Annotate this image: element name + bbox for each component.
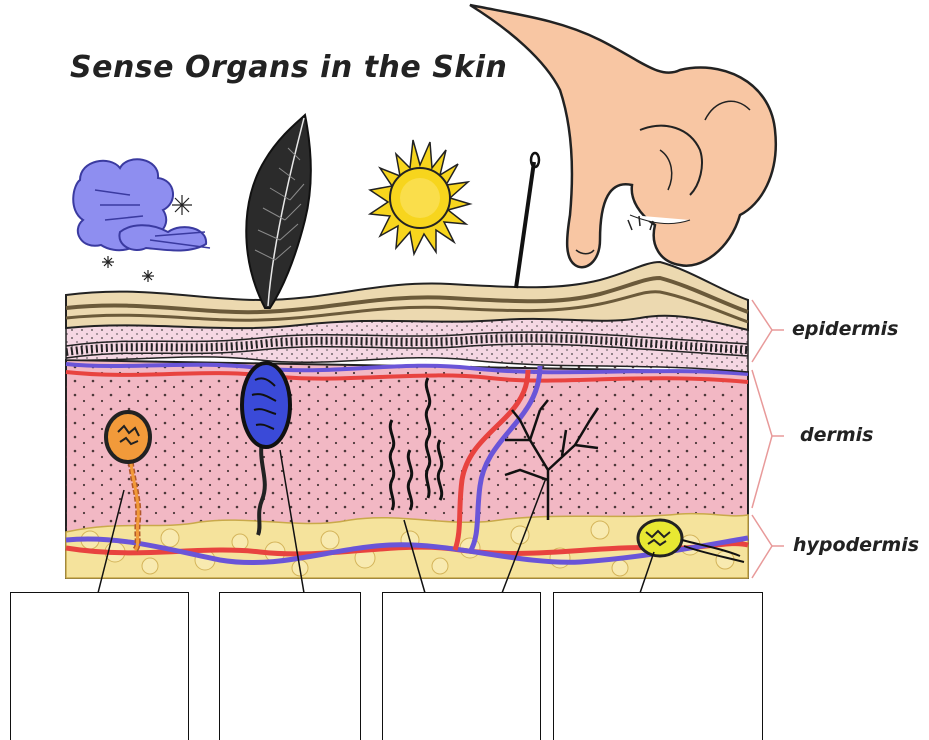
feather-icon — [246, 115, 311, 308]
diagram-title: Sense Organs in the Skin — [70, 50, 507, 85]
cold-wind-icon — [73, 159, 210, 282]
answer-box-2[interactable] — [219, 592, 361, 740]
label-hypodermis: hypodermis — [793, 534, 919, 556]
pinching-hand-icon — [470, 5, 776, 267]
answer-box-1[interactable] — [10, 592, 189, 740]
answer-box-3[interactable] — [382, 592, 541, 740]
answer-box-4[interactable] — [553, 592, 763, 740]
sun-icon — [370, 140, 470, 254]
label-dermis: dermis — [800, 424, 873, 446]
label-epidermis: epidermis — [792, 318, 898, 340]
pin-icon — [516, 153, 539, 288]
layer-brackets — [752, 300, 784, 578]
